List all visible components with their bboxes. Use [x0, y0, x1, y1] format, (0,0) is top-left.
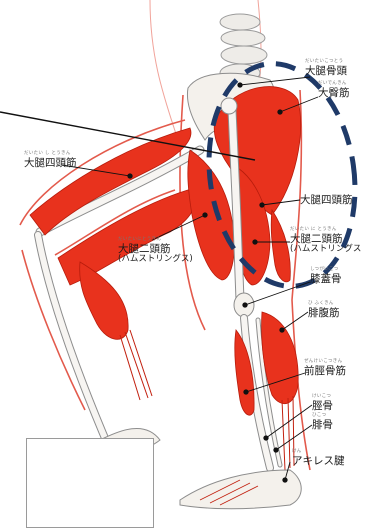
empty-placeholder-box	[26, 438, 154, 528]
label-patella: しつがいこつ 膝蓋骨	[310, 268, 342, 285]
text-quadriceps-left: 大腿四頭筋	[24, 157, 77, 169]
label-gluteus-maximus: だいでんきん 大臀筋	[318, 82, 350, 99]
label-femur-head: だいたいこつとう 大腿骨頭	[305, 60, 347, 77]
label-quadriceps-left: だいたい し とうきん 大腿四頭筋	[24, 152, 77, 169]
femur-head-bone	[221, 98, 237, 114]
sub-hamstrings-left: (ハムストリングス)	[118, 255, 193, 264]
body-contour-back	[150, 0, 178, 140]
label-achilles: けん アキレス腱	[292, 450, 345, 467]
label-tibia: けいこつ 脛骨	[312, 395, 333, 412]
text-femur-head: 大腿骨頭	[305, 65, 347, 77]
right-rectus-femoris	[271, 210, 290, 282]
text-tibialis-anterior: 前脛骨筋	[304, 365, 346, 377]
right-foot	[180, 470, 301, 509]
text-patella: 膝蓋骨	[310, 273, 342, 285]
text-quadriceps-right: 大腿四頭筋	[300, 194, 353, 206]
label-hamstrings-left: だいたいにとうきん 大腿二頭筋 (ハムストリングス)	[118, 238, 193, 264]
text-gluteus-maximus: 大臀筋	[318, 87, 350, 99]
text-fibula: 腓骨	[312, 419, 333, 431]
label-fibula: ひこつ 腓骨	[312, 414, 333, 431]
label-hamstrings-right: だいたい に とうきん 大腿二頭筋 (ハムストリングス	[290, 228, 361, 254]
text-hamstrings-left: 大腿二頭筋	[118, 243, 171, 255]
left-calf	[80, 262, 128, 339]
text-tibia: 脛骨	[312, 400, 333, 412]
label-gastrocnemius: ひ ふくきん 腓腹筋	[308, 302, 340, 319]
text-hamstrings-right: 大腿二頭筋	[290, 233, 343, 245]
label-quadriceps-right: 大腿四頭筋	[300, 195, 353, 206]
text-achilles: アキレス腱	[292, 455, 345, 467]
label-tibialis-anterior: ぜんけいこつきん 前脛骨筋	[304, 360, 346, 377]
text-gastrocnemius: 腓腹筋	[308, 307, 340, 319]
left-calf-tendon	[120, 330, 152, 400]
sub-hamstrings-right: (ハムストリングス	[290, 245, 361, 254]
